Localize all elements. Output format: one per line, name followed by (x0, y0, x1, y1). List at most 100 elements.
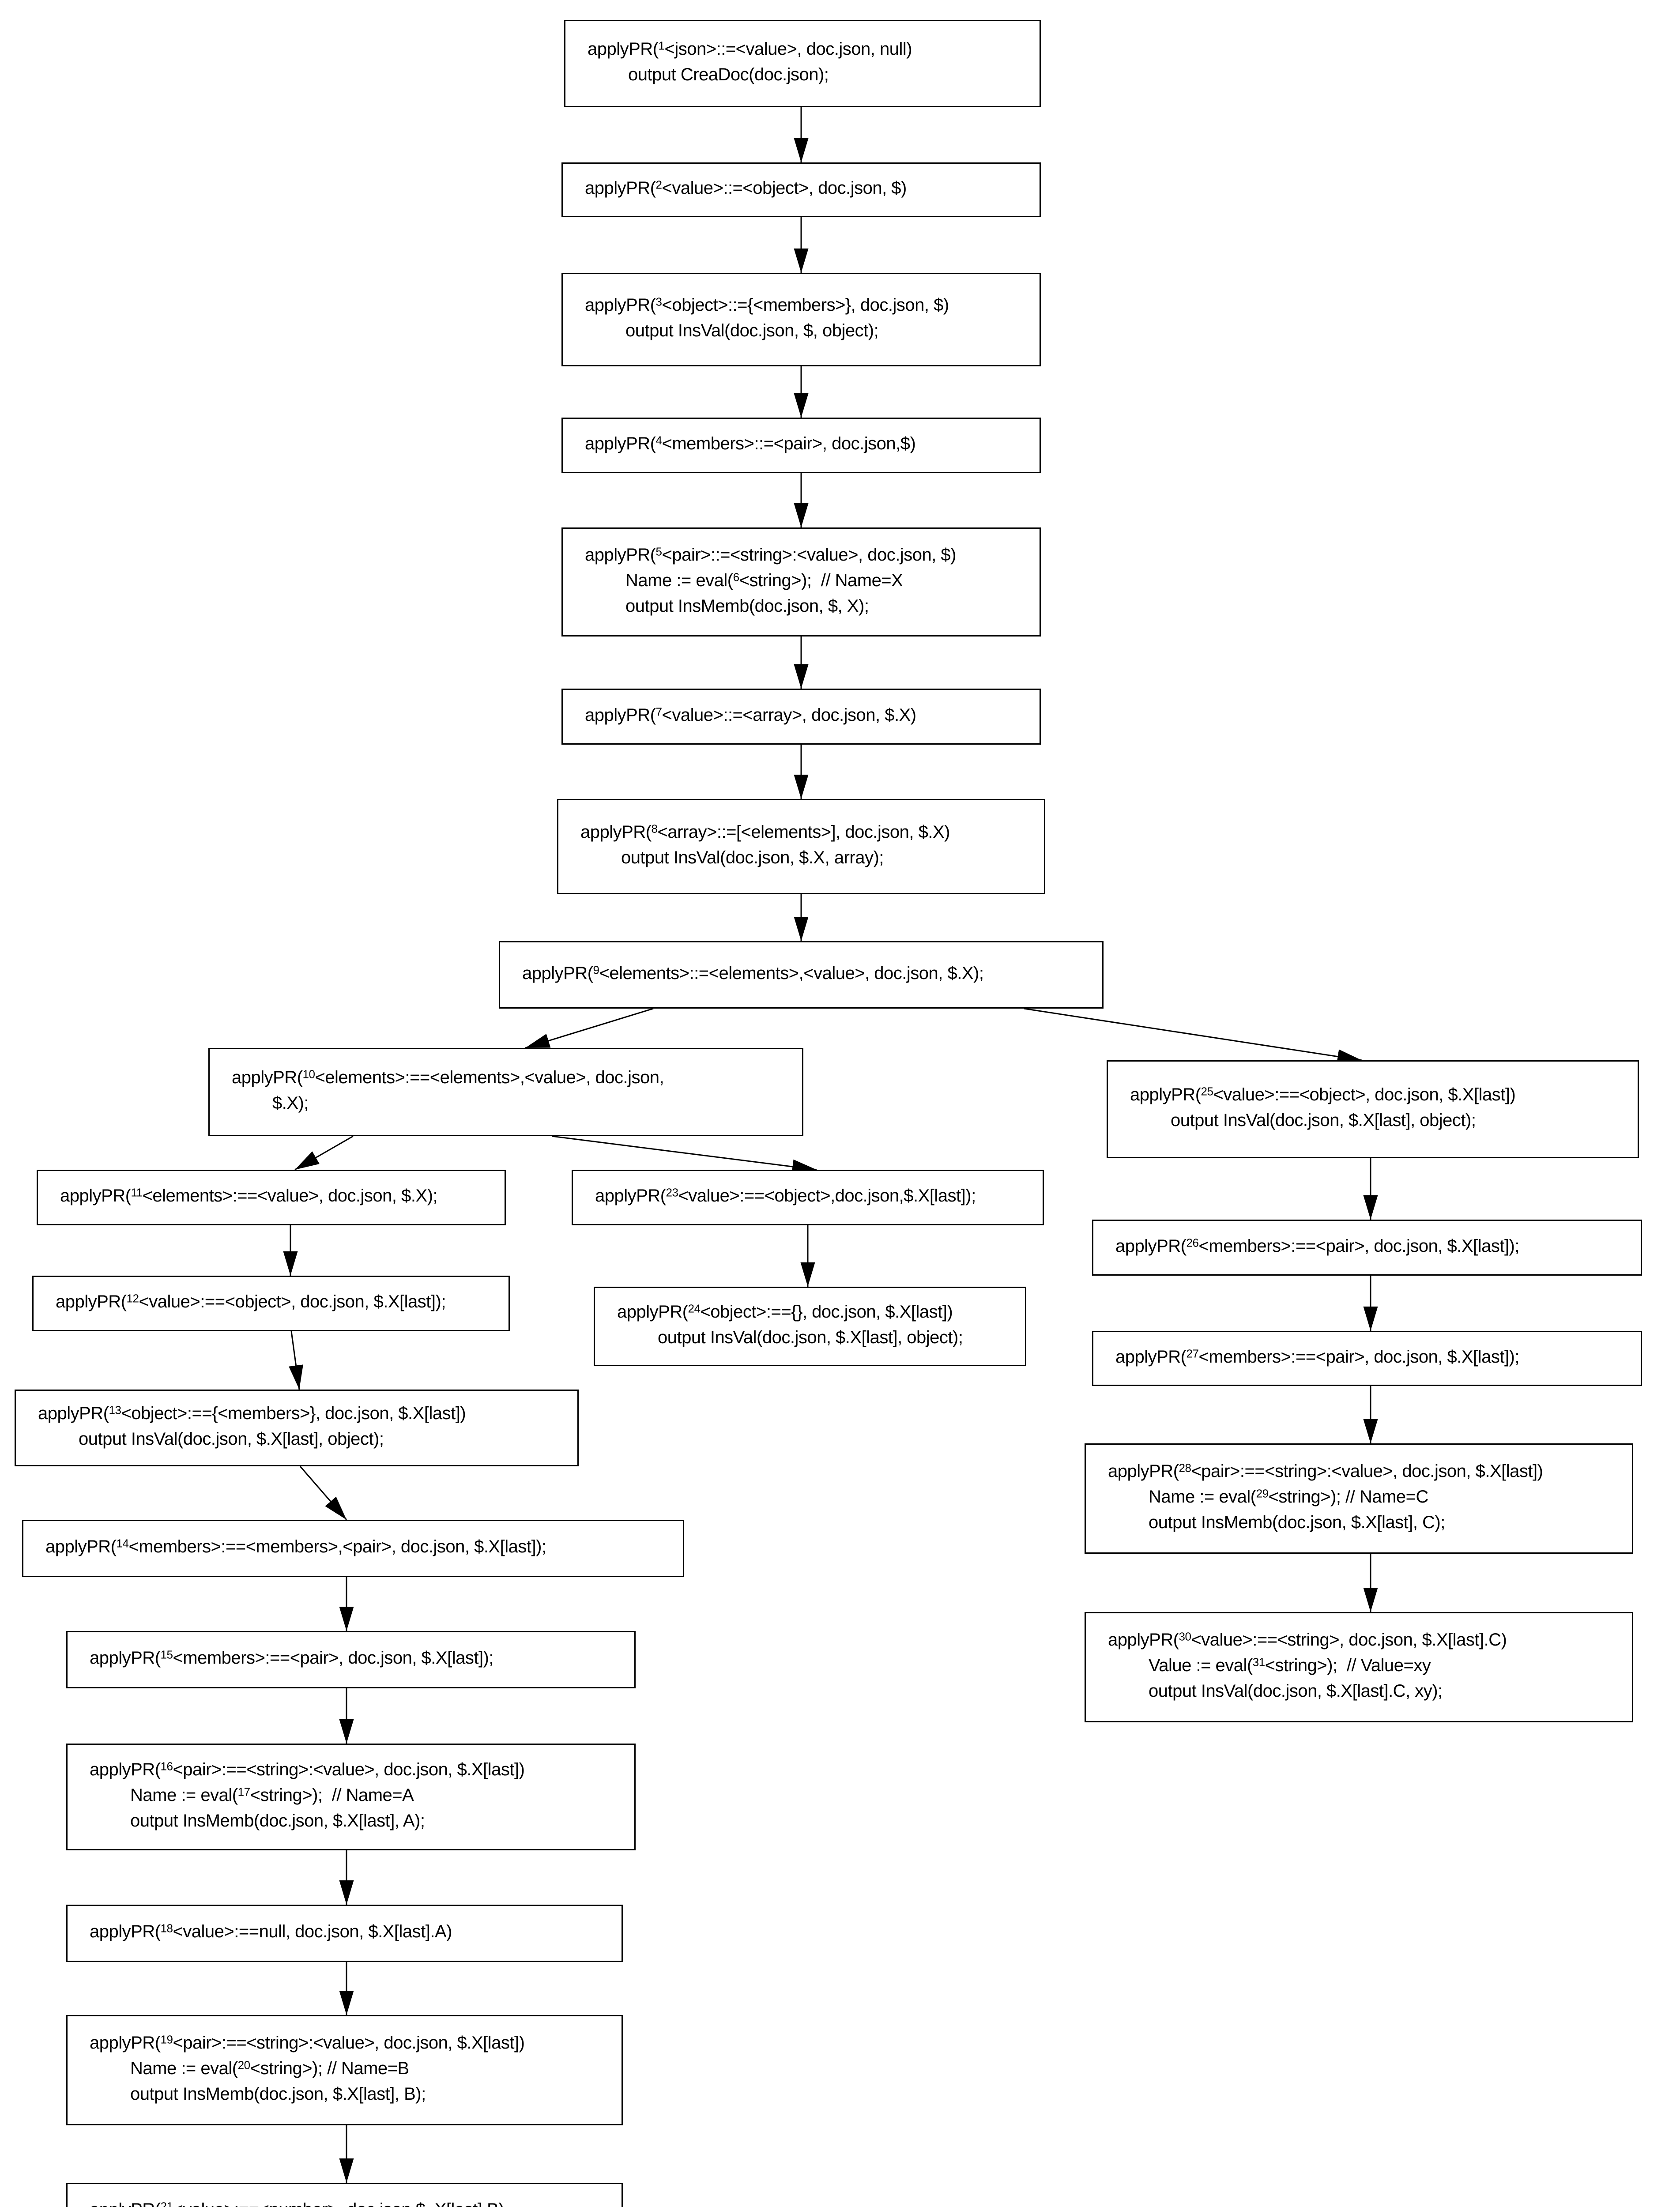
rule-number-superscript: 13 (109, 1403, 121, 1417)
rule-text: applyPR( (90, 2200, 161, 2207)
rule-text: applyPR( (1115, 1236, 1187, 1256)
rule-text-line: applyPR(28<pair>:==<string>:<value>, doc… (1108, 1458, 1628, 1484)
rule-text-line: applyPR(9<elements>::=<elements>,<value>… (522, 960, 1099, 986)
rule-number-superscript: 1 (658, 39, 665, 53)
rule-number-superscript: 18 (160, 1921, 173, 1935)
rule-text: $.X); (272, 1093, 309, 1113)
rule-text: output CreaDoc(doc.json); (628, 65, 829, 84)
rule-text: applyPR( (232, 1068, 303, 1087)
rule-text: <pair>:==<string>:<value>, doc.json, $.X… (173, 1760, 525, 1779)
rule-text: <members>:==<pair>, doc.json, $.X[last])… (1198, 1347, 1519, 1367)
edge-pr12-to-pr13 (289, 1331, 303, 1390)
rule-text-line: applyPR(26<members>:==<pair>, doc.json, … (1115, 1233, 1637, 1259)
rule-number-superscript: 24 (688, 1302, 701, 1315)
rule-text-line: applyPR(13<object>:=={<members>}, doc.js… (38, 1401, 574, 1426)
rule-text-line: output CreaDoc(doc.json); (588, 62, 1036, 87)
rule-text: applyPR( (90, 1922, 161, 1941)
rule-text: applyPR( (585, 295, 656, 315)
rule-number-superscript: 5 (655, 544, 662, 558)
rule-text: applyPR( (522, 963, 593, 983)
rule-text-line: output InsVal(doc.json, $.X[last], objec… (38, 1426, 574, 1452)
rule-text-line: applyPR(19<pair>:==<string>:<value>, doc… (90, 2030, 618, 2056)
rule-number-superscript: 26 (1186, 1235, 1199, 1249)
rule-text: <value>:==<object>,doc.json,$.X[last]); (678, 1186, 976, 1205)
rule-text: output InsVal(doc.json, $.X[last], objec… (1171, 1111, 1476, 1130)
rule-text-line: applyPR(5<pair>::=<string>:<value>, doc.… (585, 542, 1036, 568)
rule-text: <elements>::=<elements>,<value>, doc.jso… (599, 963, 984, 983)
rule-text-line: Name := eval(6<string>); // Name=X (585, 568, 1036, 593)
rule-text-line: Value := eval(31<string>); // Value=xy (1108, 1653, 1628, 1678)
rule-number-superscript: 20 (237, 2058, 250, 2072)
rule-text: <value>::=<array>, doc.json, $.X) (662, 705, 916, 725)
rule-text: <value>:==<object>, doc.json, $.X[last])… (139, 1292, 446, 1311)
rule-text-line: applyPR(25<value>:==<object>, doc.json, … (1130, 1082, 1634, 1107)
rule-text-line: output InsMemb(doc.json, $.X[last], B); (90, 2081, 618, 2107)
rule-text: <string>); // Value=xy (1265, 1656, 1431, 1675)
rule-text: <object>:=={}, doc.json, $.X[last]) (700, 1302, 953, 1322)
rule-text: <elements>:==<elements>,<value>, doc.jso… (315, 1068, 664, 1087)
flow-node-pr18: applyPR(18<value>:==null, doc.json, $.X[… (66, 1905, 623, 1962)
rule-number-superscript: 15 (160, 1648, 173, 1661)
flow-node-pr13: applyPR(13<object>:=={<members>}, doc.js… (15, 1390, 579, 1466)
rule-text: <string>); // Name=B (250, 2059, 410, 2078)
rule-number-superscript: 3 (655, 295, 662, 309)
rule-text-line: applyPR(12<value>:==<object>, doc.json, … (56, 1289, 505, 1314)
rule-text-line: applyPR(11<elements>:==<value>, doc.json… (60, 1183, 501, 1209)
rule-text-line: applyPR(4<members>::=<pair>, doc.json,$) (585, 431, 1036, 456)
rule-text: applyPR( (90, 1648, 161, 1668)
flow-node-pr21: applyPR(21<value>:==<number>, doc.json,$… (66, 2183, 623, 2207)
rule-text: <pair>:==<string>:<value>, doc.json, $.X… (173, 2033, 525, 2053)
rule-text-line: applyPR(2<value>::=<object>, doc.json, $… (585, 175, 1036, 201)
rule-text-line: output InsVal(doc.json, $.X, array); (580, 845, 1040, 870)
edge-pr10-to-pr23 (551, 1135, 817, 1174)
rule-text: applyPR( (1115, 1347, 1187, 1367)
flow-node-pr5: applyPR(5<pair>::=<string>:<value>, doc.… (561, 527, 1041, 636)
rule-text-line: output InsMemb(doc.json, $.X[last], C); (1108, 1510, 1628, 1535)
rule-text: <value>::=<object>, doc.json, $) (662, 178, 907, 198)
rule-number-superscript: 6 (733, 570, 739, 584)
rule-text-line: output InsVal(doc.json, $, object); (585, 318, 1036, 343)
rule-text: <value>:==<object>, doc.json, $.X[last]) (1213, 1085, 1516, 1104)
rule-text: applyPR( (585, 545, 656, 565)
rule-number-superscript: 14 (116, 1537, 129, 1550)
rule-text: applyPR( (580, 822, 652, 842)
rule-text: Name := eval( (130, 2059, 238, 2078)
flow-node-pr11: applyPR(11<elements>:==<value>, doc.json… (37, 1170, 506, 1225)
rule-number-superscript: 27 (1186, 1346, 1199, 1360)
rule-number-superscript: 23 (666, 1186, 678, 1199)
rule-text-line: Name := eval(29<string>); // Name=C (1108, 1484, 1628, 1510)
edge-pr10-to-pr11 (294, 1135, 354, 1171)
rule-text: Name := eval( (1149, 1487, 1256, 1506)
rule-text: <pair>:==<string>:<value>, doc.json, $.X… (1191, 1461, 1543, 1481)
rule-text-line: Name := eval(17<string>); // Name=A (90, 1782, 631, 1808)
rule-text: applyPR( (585, 178, 656, 198)
edge-pr9-to-pr10 (525, 1008, 654, 1049)
rule-number-superscript: 10 (302, 1067, 315, 1081)
flow-node-pr28: applyPR(28<pair>:==<string>:<value>, doc… (1085, 1443, 1633, 1554)
rule-text-line: applyPR(8<array>::=[<elements>], doc.jso… (580, 819, 1040, 845)
rule-text: applyPR( (595, 1186, 666, 1205)
rule-text: <members>:==<pair>, doc.json, $.X[last])… (1198, 1236, 1519, 1256)
rule-text: applyPR( (1108, 1630, 1179, 1650)
flow-node-pr27: applyPR(27<members>:==<pair>, doc.json, … (1092, 1331, 1642, 1386)
rule-text: output InsMemb(doc.json, $.X[last], A); (130, 1811, 425, 1830)
rule-text-line: applyPR(27<members>:==<pair>, doc.json, … (1115, 1344, 1637, 1370)
rule-text: applyPR( (585, 705, 656, 725)
flow-node-pr14: applyPR(14<members>:==<members>,<pair>, … (22, 1520, 684, 1577)
rule-number-superscript: 2 (655, 178, 662, 192)
flow-node-pr25: applyPR(25<value>:==<object>, doc.json, … (1107, 1060, 1639, 1158)
rule-text: output InsVal(doc.json, $.X[last].C, xy)… (1149, 1681, 1443, 1701)
rule-number-superscript: 21 (160, 2199, 173, 2207)
flow-node-pr10: applyPR(10<elements>:==<elements>,<value… (208, 1048, 803, 1136)
edge-pr9-to-pr25 (1024, 1008, 1362, 1064)
rule-text-line: $.X); (232, 1090, 799, 1116)
flow-node-pr30: applyPR(30<value>:==<string>, doc.json, … (1085, 1612, 1633, 1722)
rule-text-line: applyPR(24<object>:=={}, doc.json, $.X[l… (617, 1299, 1021, 1325)
flow-node-pr1: applyPR(1<json>::=<value>, doc.json, nul… (564, 20, 1041, 107)
flow-node-pr19: applyPR(19<pair>:==<string>:<value>, doc… (66, 2015, 623, 2125)
rule-text: <array>::=[<elements>], doc.json, $.X) (657, 822, 950, 842)
flow-node-pr16: applyPR(16<pair>:==<string>:<value>, doc… (66, 1744, 636, 1850)
rule-text: output InsMemb(doc.json, $, X); (625, 596, 869, 616)
rule-text: applyPR( (38, 1404, 109, 1423)
